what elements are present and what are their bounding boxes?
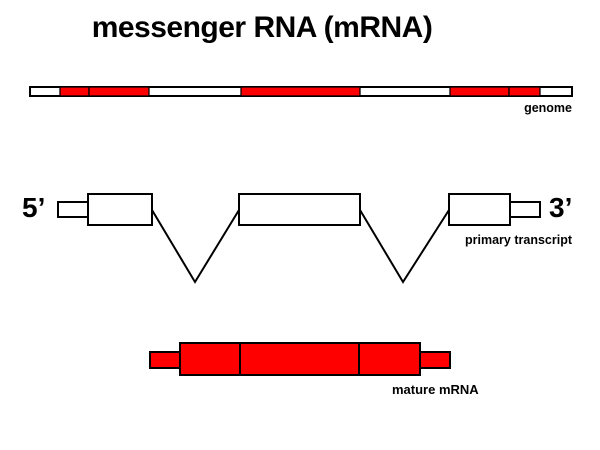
transcript-exon-box [87,193,153,226]
mrna-utr-stub [417,351,451,369]
genome-label: genome [524,101,572,115]
mrna-exon-box [358,342,421,376]
transcript-exon-box [238,193,361,226]
five-prime-label: 5’ [22,192,46,223]
mrna-exon-box [179,342,241,376]
transcript-utr-stub [507,201,541,218]
genome-exon-segment [88,86,150,97]
transcript-utr-stub [57,201,93,218]
intron-line [359,209,450,284]
primary-transcript-label: primary transcript [465,233,572,247]
intron-line [151,209,240,284]
mrna-utr-stub [149,351,183,369]
mrna-exon-box [239,342,360,376]
transcript-exon-box [448,193,511,226]
genome-exon-segment [449,86,510,97]
genome-exon-segment [508,86,541,97]
three-prime-label: 3’ [549,192,573,223]
mature-mrna-label: mature mRNA [392,382,479,397]
page-title: messenger RNA (mRNA) [91,11,433,44]
genome-exon-segment [59,86,90,97]
genome-exon-segment [240,86,361,97]
